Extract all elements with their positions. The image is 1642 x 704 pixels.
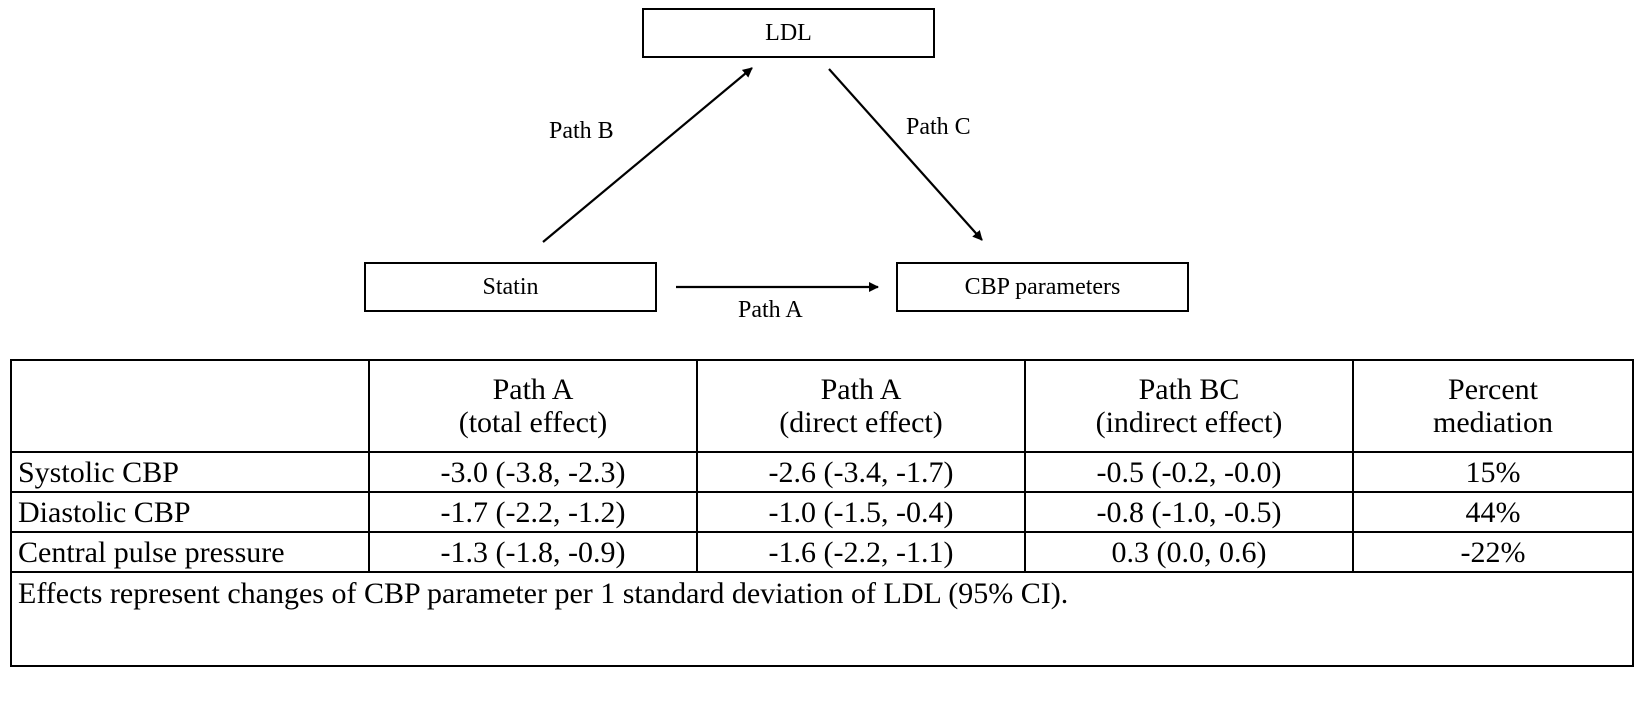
row-label: Diastolic CBP xyxy=(10,491,370,533)
header-line: (indirect effect) xyxy=(1095,406,1283,439)
row-label: Central pulse pressure xyxy=(10,531,370,573)
results-table: Path A (total effect) Path A (direct eff… xyxy=(10,359,1634,667)
label-path-b: Path B xyxy=(549,118,614,144)
table-cell: -2.6 (-3.4, -1.7) xyxy=(696,451,1026,493)
table-row: Diastolic CBP -1.7 (-2.2, -1.2) -1.0 (-1… xyxy=(10,491,1634,533)
table-cell: -1.6 (-2.2, -1.1) xyxy=(696,531,1026,573)
table-cell: -1.0 (-1.5, -0.4) xyxy=(696,491,1026,533)
table-row: Systolic CBP -3.0 (-3.8, -2.3) -2.6 (-3.… xyxy=(10,451,1634,493)
table-header-row: Path A (total effect) Path A (direct eff… xyxy=(10,359,1634,453)
header-line: (direct effect) xyxy=(779,406,943,439)
table-row: Central pulse pressure -1.3 (-1.8, -0.9)… xyxy=(10,531,1634,573)
header-direct-effect: Path A (direct effect) xyxy=(696,359,1026,453)
node-ldl: LDL xyxy=(642,8,935,58)
table-cell: -22% xyxy=(1352,531,1634,573)
header-line: Path A xyxy=(492,373,574,406)
header-total-effect: Path A (total effect) xyxy=(368,359,698,453)
table-footnote: Effects represent changes of CBP paramet… xyxy=(10,571,1634,667)
header-line: Percent xyxy=(1448,373,1538,406)
arrow-path-b xyxy=(542,67,753,243)
node-cbp-parameters: CBP parameters xyxy=(896,262,1189,312)
diagram-arrows xyxy=(542,67,983,292)
header-empty xyxy=(10,359,370,453)
header-line: Path BC xyxy=(1138,373,1240,406)
node-statin: Statin xyxy=(364,262,657,312)
table-cell: 15% xyxy=(1352,451,1634,493)
header-percent-mediation: Percent mediation xyxy=(1352,359,1634,453)
table-cell: -3.0 (-3.8, -2.3) xyxy=(368,451,698,493)
mediation-diagram: LDL Statin CBP parameters Path B Path C … xyxy=(364,8,1189,323)
table-cell: -0.8 (-1.0, -0.5) xyxy=(1024,491,1354,533)
table-cell: -1.3 (-1.8, -0.9) xyxy=(368,531,698,573)
table-cell: 44% xyxy=(1352,491,1634,533)
row-label: Systolic CBP xyxy=(10,451,370,493)
table-cell: 0.3 (0.0, 0.6) xyxy=(1024,531,1354,573)
label-path-a: Path A xyxy=(738,297,803,323)
table-cell: -0.5 (-0.2, -0.0) xyxy=(1024,451,1354,493)
header-indirect-effect: Path BC (indirect effect) xyxy=(1024,359,1354,453)
arrow-path-c xyxy=(828,68,983,241)
label-path-c: Path C xyxy=(906,114,971,140)
header-line: Path A xyxy=(820,373,902,406)
table-cell: -1.7 (-2.2, -1.2) xyxy=(368,491,698,533)
table-footnote-row: Effects represent changes of CBP paramet… xyxy=(10,571,1634,667)
header-line: (total effect) xyxy=(458,406,608,439)
header-line: mediation xyxy=(1433,406,1553,439)
